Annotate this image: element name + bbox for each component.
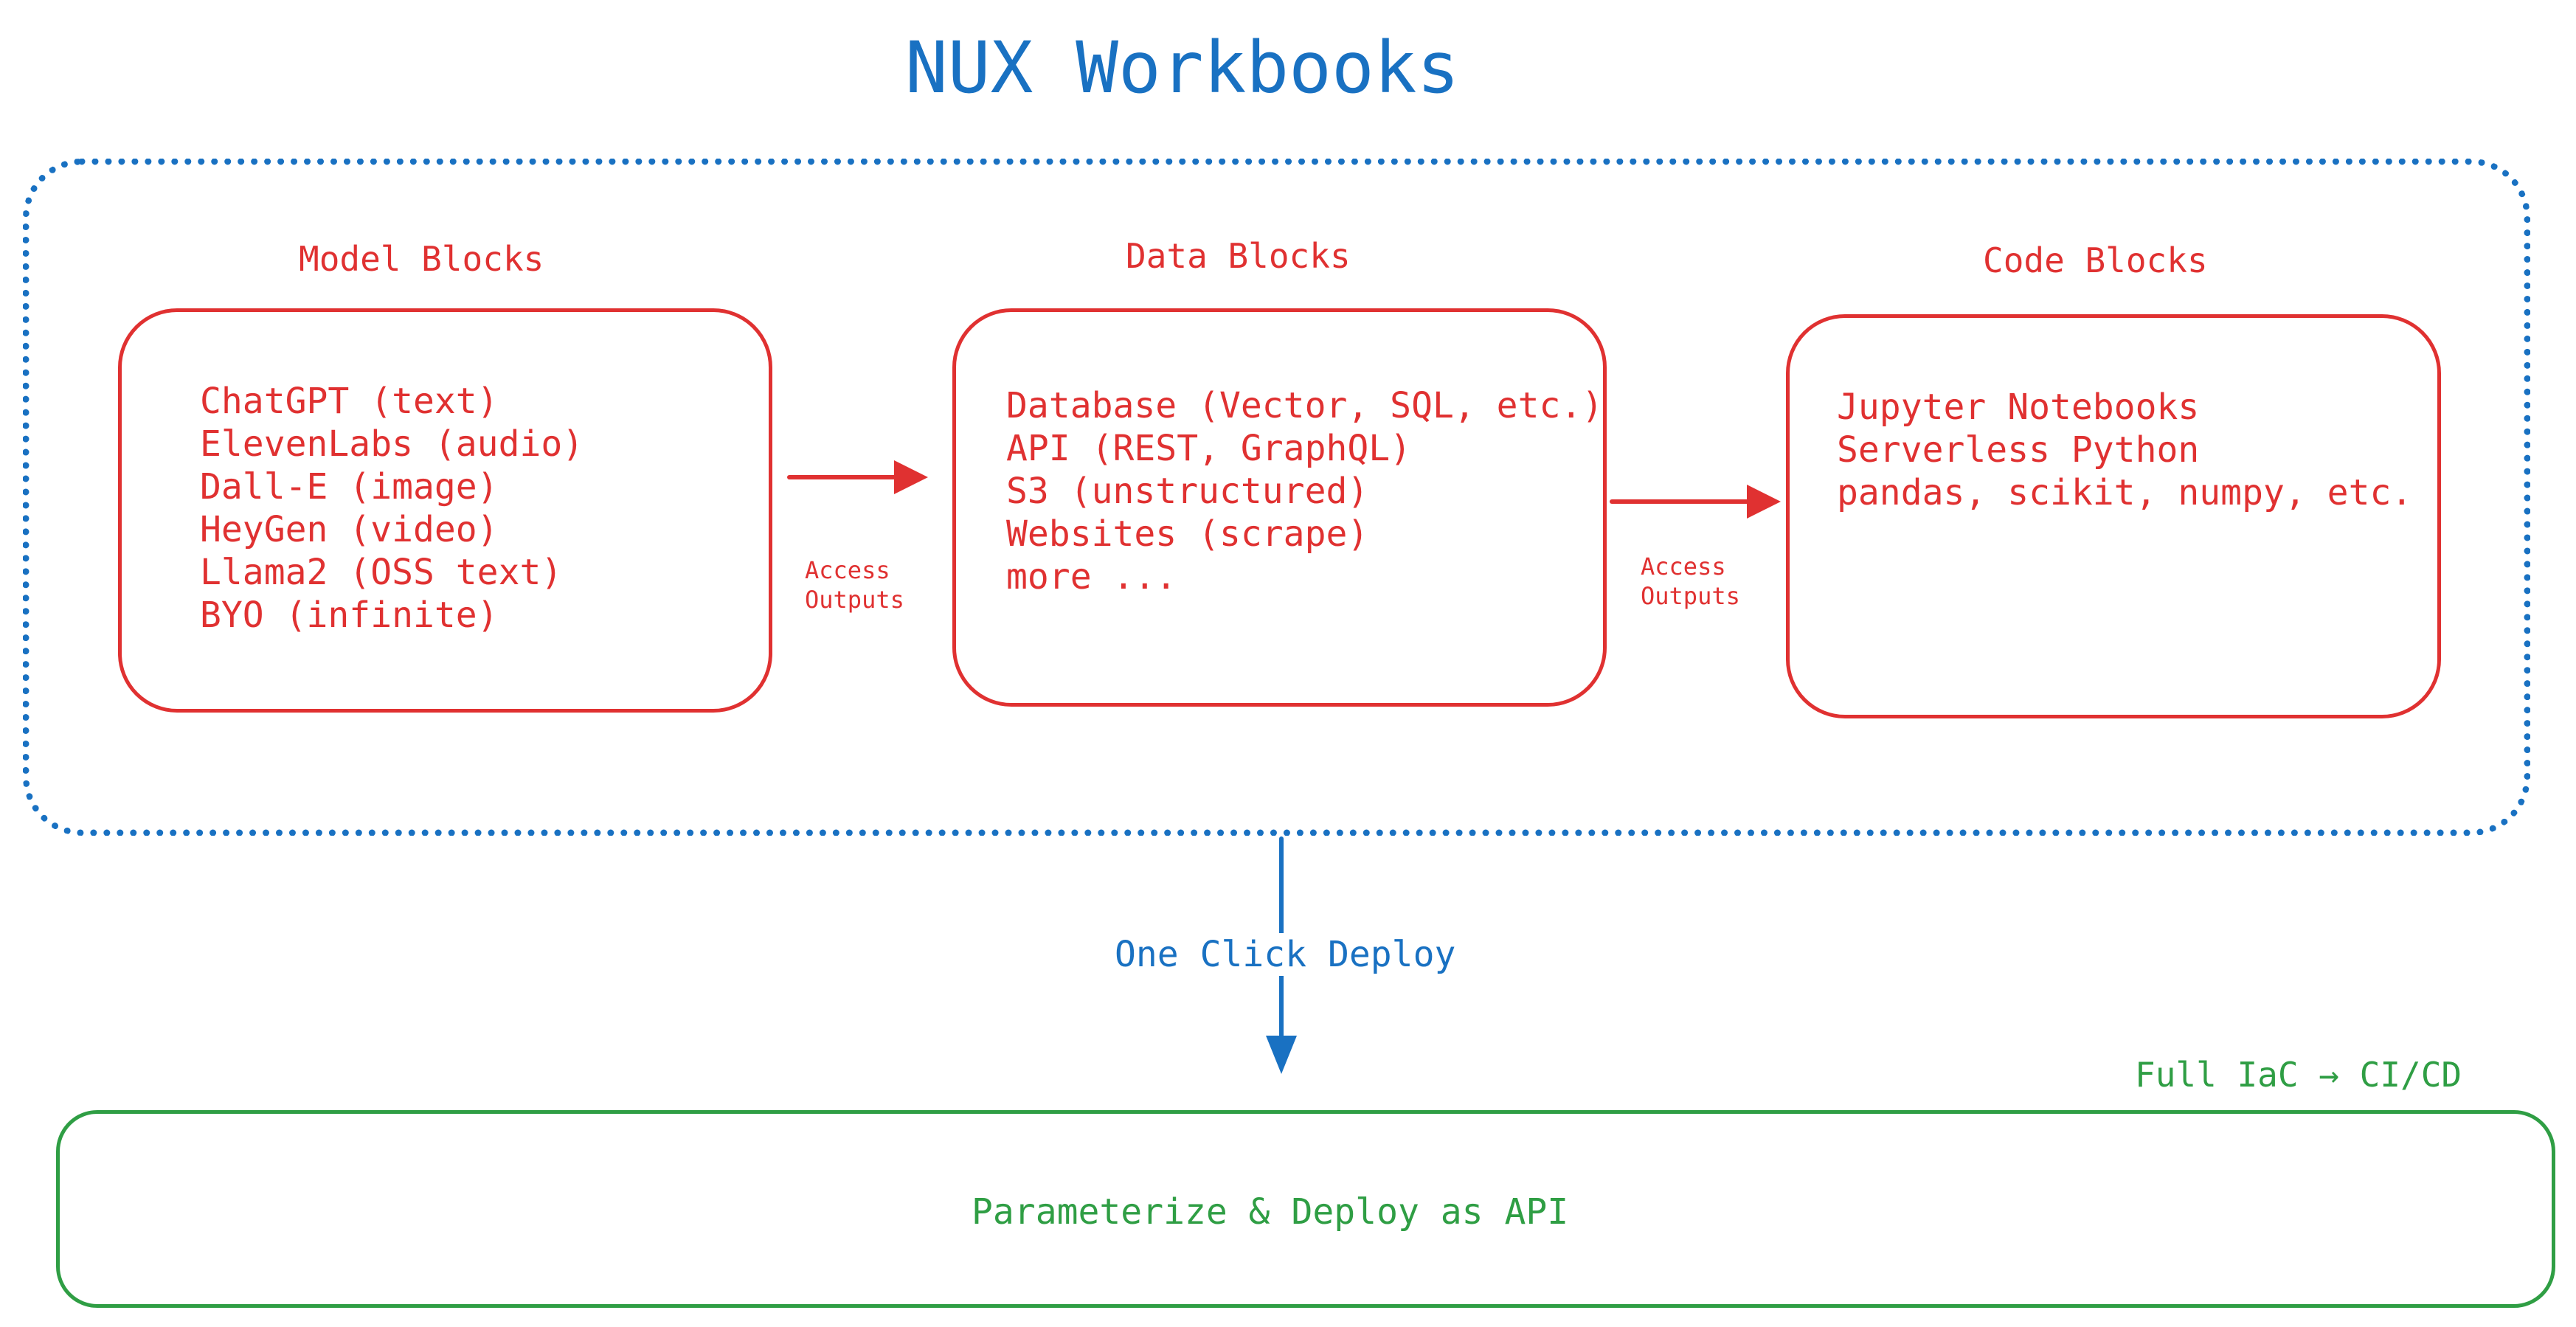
- iac-label: Full IaC → CI/CD: [2135, 1055, 2462, 1095]
- deploy-arrow-head: [1266, 1036, 1297, 1074]
- model-blocks-label: Model Blocks: [299, 239, 544, 279]
- list-item: Database (Vector, SQL, etc.): [1006, 385, 1604, 426]
- list-item: S3 (unstructured): [1006, 471, 1369, 512]
- access-outputs-line2: Outputs: [1641, 582, 1740, 610]
- list-item: Serverless Python: [1837, 429, 2200, 471]
- list-item: BYO (infinite): [200, 595, 499, 636]
- workbook-frame: [23, 159, 2530, 836]
- access-outputs-line1: Access: [1641, 552, 1726, 581]
- list-item: ElevenLabs (audio): [200, 423, 584, 465]
- model-blocks-list: ChatGPT (text) ElevenLabs (audio) Dall-E…: [200, 380, 584, 637]
- code-blocks-box[interactable]: Jupyter Notebooks Serverless Python pand…: [1786, 314, 2441, 718]
- list-item: Jupyter Notebooks: [1837, 387, 2200, 428]
- code-blocks-list: Jupyter Notebooks Serverless Python pand…: [1837, 386, 2412, 514]
- list-item: Llama2 (OSS text): [200, 552, 563, 593]
- deploy-api-label: Parameterize & Deploy as API: [972, 1191, 1569, 1233]
- data-blocks-list: Database (Vector, SQL, etc.) API (REST, …: [1006, 384, 1603, 598]
- list-item: pandas, scikit, numpy, etc.: [1837, 472, 2413, 513]
- data-blocks-box[interactable]: Database (Vector, SQL, etc.) API (REST, …: [952, 308, 1607, 707]
- model-blocks-box[interactable]: ChatGPT (text) ElevenLabs (audio) Dall-E…: [118, 308, 772, 713]
- list-item: Dall-E (image): [200, 466, 499, 507]
- list-item: API (REST, GraphQL): [1006, 428, 1412, 469]
- list-item: HeyGen (video): [200, 509, 499, 550]
- access-outputs-label-1: Access Outputs: [805, 555, 904, 614]
- code-blocks-label: Code Blocks: [1983, 240, 2208, 280]
- list-item: ChatGPT (text): [200, 381, 499, 422]
- data-blocks-label: Data Blocks: [1126, 236, 1351, 276]
- access-outputs-label-2: Access Outputs: [1641, 552, 1740, 611]
- deploy-api-box[interactable]: Parameterize & Deploy as API: [56, 1110, 2555, 1308]
- access-outputs-line2: Outputs: [805, 586, 904, 614]
- list-item: Websites (scrape): [1006, 513, 1369, 555]
- access-outputs-line1: Access: [805, 556, 890, 584]
- list-item: more ...: [1006, 556, 1177, 597]
- one-click-deploy-label: One Click Deploy: [1109, 933, 1462, 976]
- page-title: NUX Workbooks: [905, 27, 1460, 109]
